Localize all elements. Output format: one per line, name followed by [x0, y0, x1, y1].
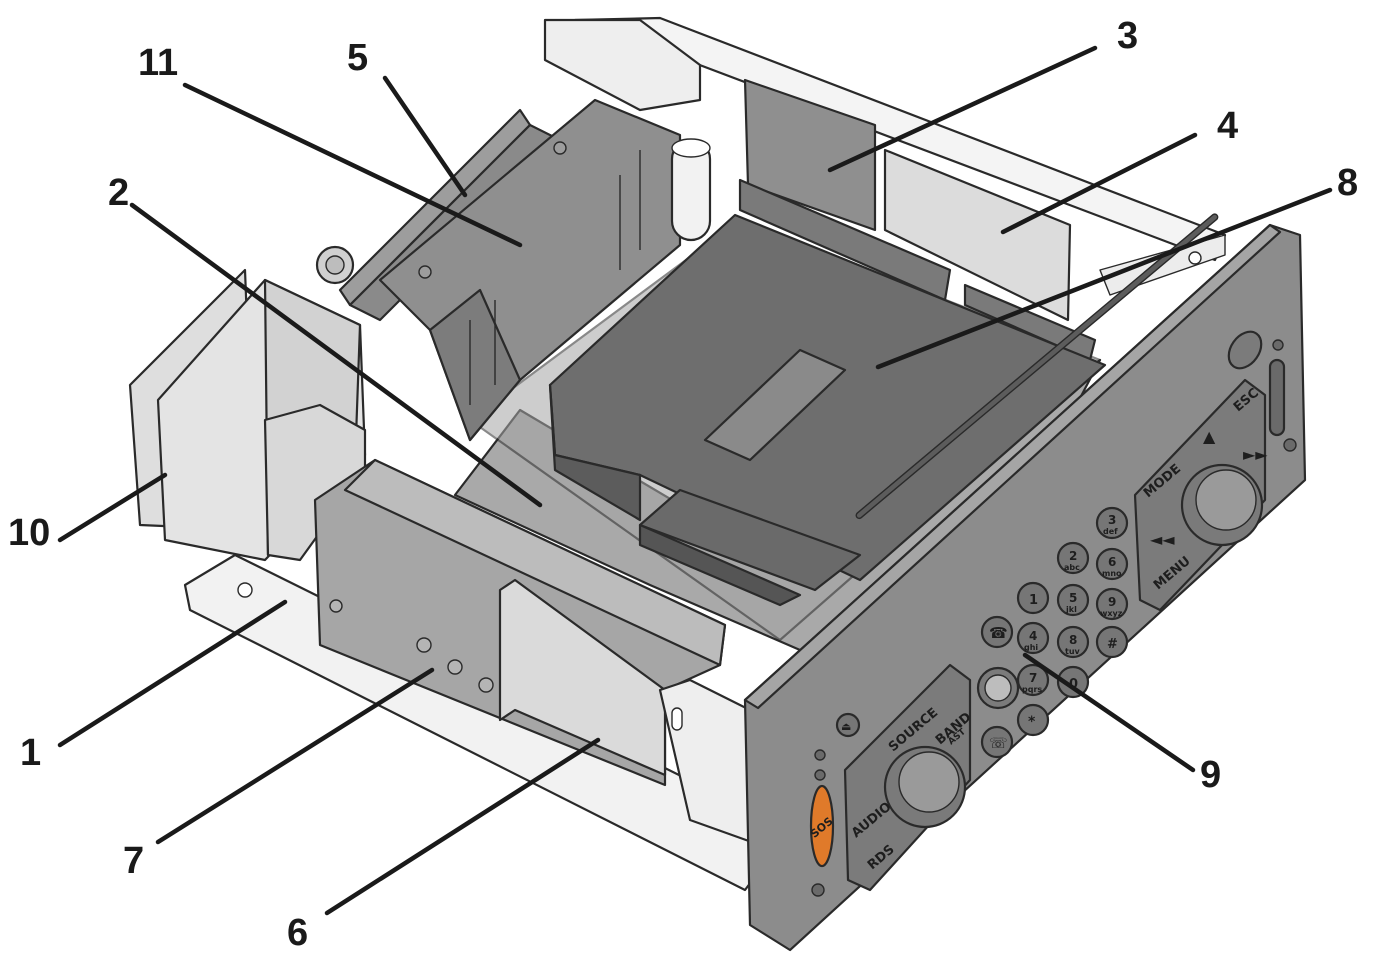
- callout-3: 3: [1117, 15, 1138, 57]
- fast-forward-icon[interactable]: ►►: [1243, 445, 1268, 464]
- svg-text:*: *: [1028, 714, 1036, 730]
- sos-button[interactable]: [809, 784, 835, 868]
- end-call-button[interactable]: [980, 725, 1014, 759]
- leader-4: [1000, 132, 1198, 235]
- svg-text:6: 6: [1108, 555, 1116, 569]
- rewind-icon[interactable]: ◄◄: [1150, 530, 1175, 549]
- svg-text:abc: abc: [1064, 563, 1080, 572]
- callout-numbers: 1 2 3 4 5 6 7 8 9 10 11: [8, 15, 1358, 954]
- rear-connector-block: [128, 245, 367, 562]
- callout-8: 8: [1337, 162, 1358, 204]
- up-arrow-icon[interactable]: ▲: [1203, 427, 1216, 446]
- svg-text:def: def: [1103, 527, 1118, 536]
- callout-6: 6: [287, 912, 308, 954]
- svg-text:jkl: jkl: [1065, 605, 1077, 614]
- svg-text:pqrs: pqrs: [1022, 685, 1042, 694]
- leader-5: [382, 75, 468, 198]
- eject-button[interactable]: [835, 712, 861, 738]
- cd-mechanism: [548, 213, 1107, 607]
- indicator-led: [478, 677, 494, 693]
- callout-2: 2: [108, 172, 129, 214]
- svg-text:7: 7: [1029, 671, 1037, 685]
- mounting-hole: [237, 582, 253, 598]
- leader-9: [1022, 652, 1196, 773]
- pcb-card-4: [883, 148, 1072, 322]
- heatsink-assembly: [338, 18, 712, 442]
- svg-text:3: 3: [1108, 513, 1116, 527]
- cd-slot[interactable]: [855, 213, 1219, 520]
- callout-leaders: [57, 45, 1333, 916]
- keypad-key-hash[interactable]: #: [1095, 625, 1129, 659]
- callout-10: 10: [8, 512, 50, 554]
- display-module: [313, 458, 762, 847]
- callout-9: 9: [1200, 754, 1221, 796]
- svg-text:tuv: tuv: [1065, 647, 1081, 656]
- svg-text:mno: mno: [1102, 569, 1122, 578]
- svg-text:ghi: ghi: [1024, 643, 1038, 652]
- leader-3: [827, 45, 1098, 173]
- end-call-icon: ☏: [989, 734, 1008, 752]
- leader-11: [182, 82, 523, 248]
- keypad-key-1[interactable]: 1: [1016, 581, 1050, 615]
- callout-5: 5: [347, 37, 368, 79]
- keypad-key-0[interactable]: 0: [1056, 665, 1090, 699]
- call-button[interactable]: [980, 615, 1014, 649]
- faceplate-side: [743, 223, 1282, 710]
- svg-text:9: 9: [1108, 595, 1116, 609]
- leader-8: [875, 187, 1333, 370]
- svg-text:2: 2: [1069, 549, 1077, 563]
- eject-icon: ⏏: [841, 720, 851, 733]
- indicator-led: [447, 659, 463, 675]
- cd-loading-slot: [703, 348, 847, 462]
- hang-button[interactable]: [1222, 326, 1268, 375]
- pcb-card-3: [743, 78, 877, 232]
- svg-text:5: 5: [1069, 591, 1077, 605]
- svg-text:1: 1: [1029, 593, 1038, 608]
- leader-7: [155, 667, 435, 845]
- memory-card-slot[interactable]: [1268, 358, 1286, 437]
- callout-1: 1: [20, 732, 41, 774]
- callout-11: 11: [138, 42, 178, 84]
- indicator-led: [416, 637, 432, 653]
- leader-2: [129, 202, 543, 508]
- leader-1: [57, 599, 288, 748]
- svg-text:4: 4: [1029, 629, 1037, 643]
- svg-text:#: #: [1107, 637, 1118, 652]
- svg-text:8: 8: [1069, 633, 1077, 647]
- lcd-screen: [498, 578, 667, 777]
- keypad-key-star[interactable]: *: [1016, 703, 1050, 737]
- leader-6: [324, 737, 601, 916]
- svg-text:wxyz: wxyz: [1100, 609, 1123, 618]
- leader-10: [57, 472, 168, 543]
- phone-icon: ☎: [989, 624, 1008, 642]
- callout-7: 7: [123, 840, 144, 882]
- svg-text:0: 0: [1069, 677, 1078, 692]
- left-control-cluster: SOURCE BAND AST AUDIO RDS ⏏ SOS: [808, 663, 975, 897]
- mounting-hole: [1188, 251, 1202, 265]
- callout-4: 4: [1217, 105, 1238, 147]
